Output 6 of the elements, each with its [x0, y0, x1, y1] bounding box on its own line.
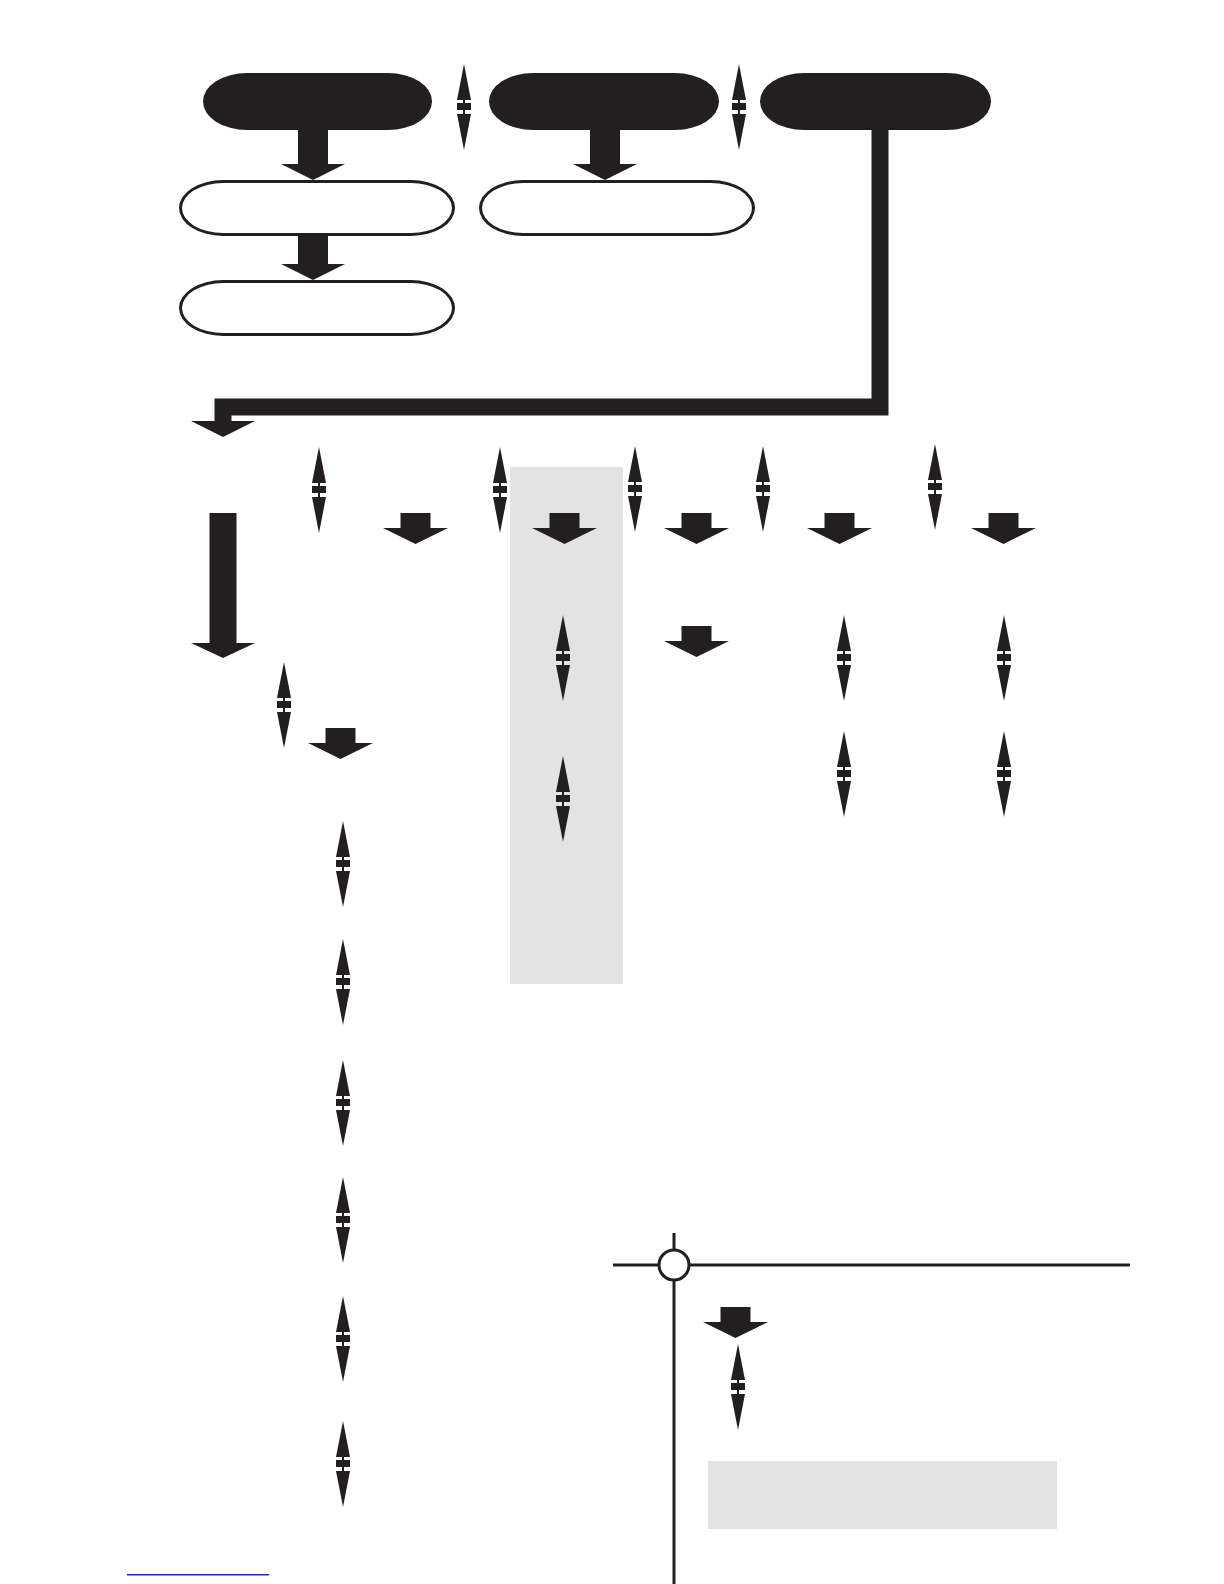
- arrow: [573, 130, 637, 180]
- highlight-panel: [510, 467, 623, 984]
- arrow: [281, 236, 345, 280]
- arrow: [191, 130, 889, 437]
- note-panel: [708, 1461, 1057, 1529]
- arrow: [281, 130, 345, 180]
